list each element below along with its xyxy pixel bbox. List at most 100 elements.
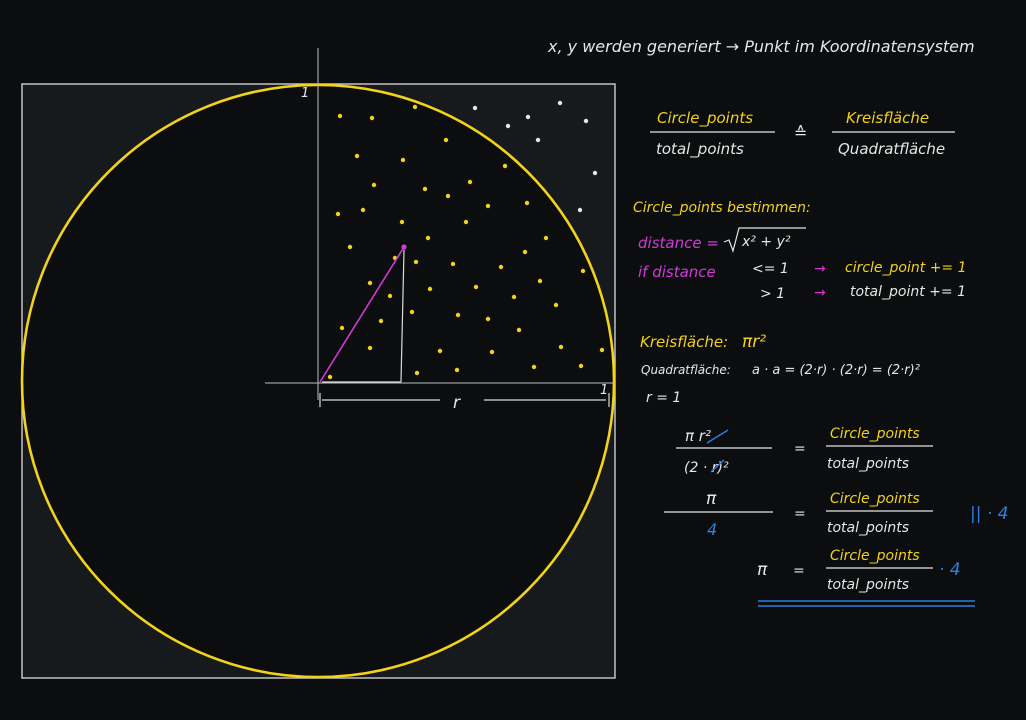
outside-point [505, 123, 511, 129]
circle-point [580, 268, 586, 274]
circle-point [354, 153, 360, 159]
eq1-numerator-right: Circle_points [830, 426, 920, 442]
circle-point [425, 235, 431, 241]
circle-point [558, 344, 564, 350]
quadrat-formula: a · a = (2·r) · (2·r) = (2·r)² [752, 363, 920, 378]
distance-formula: x² + y² [741, 234, 791, 250]
eq3-left: π [757, 560, 768, 580]
circle-point [437, 348, 443, 354]
arrow-1: → [814, 261, 826, 277]
eq3-multiplier: · 4 [939, 560, 961, 580]
circle-point [537, 278, 543, 284]
circle-point [327, 374, 333, 380]
outside-point [472, 105, 478, 111]
sample-point [401, 244, 407, 250]
eq2-numerator-left: π [706, 489, 717, 509]
circle-point [367, 280, 373, 286]
eq1-denominator-right: total_points [827, 456, 909, 472]
circle-point [443, 137, 449, 143]
kreis-label: Kreisfläche: [640, 333, 728, 351]
circle-point [414, 370, 420, 376]
header-note: x, y werden generiert → Punkt im Koordin… [547, 37, 975, 56]
outside-point [577, 207, 583, 213]
distance-label: distance = [638, 234, 719, 252]
ratio-numerator-left: Circle_points [657, 109, 753, 128]
circle-point [422, 186, 428, 192]
equation-3: π = Circle_points total_points · 4 [757, 548, 975, 607]
circle-point [400, 157, 406, 163]
circle-point [498, 264, 504, 270]
circle-point [516, 327, 522, 333]
triangle-vertical-leg [400, 249, 405, 383]
circle-point [522, 249, 528, 255]
eq2-numerator-right: Circle_points [830, 491, 920, 507]
result-1: circle_point += 1 [845, 260, 967, 276]
outside-point [592, 170, 598, 176]
circle-point [485, 203, 491, 209]
equation-2: π 4 = Circle_points total_points || · 4 [664, 489, 1008, 539]
circle-point [485, 316, 491, 322]
circle-point [543, 235, 549, 241]
top-unit-label: 1 [301, 86, 309, 101]
eq3-equals: = [793, 563, 805, 579]
circle-point [412, 104, 418, 110]
circle-point [369, 115, 375, 121]
arrow-2: → [814, 285, 826, 301]
circle-point [502, 163, 508, 169]
circle-point [427, 286, 433, 292]
circle-point [578, 363, 584, 369]
outside-point [583, 118, 589, 124]
area-formulas: Kreisfläche: πr² Quadratfläche: a · a = … [640, 332, 920, 406]
kreis-formula: πr² [742, 332, 766, 352]
eq1-denominator-left: (2 · r)² [684, 460, 729, 476]
circle-point [553, 302, 559, 308]
circle-point [455, 312, 461, 318]
ratio-numerator-right: Kreisfläche [846, 109, 929, 127]
outside-point [557, 100, 563, 106]
circle-point [511, 294, 517, 300]
rule-title: Circle_points bestimmen: [633, 200, 811, 216]
notes-panel: x, y werden generiert → Punkt im Koordin… [547, 37, 1008, 607]
circle-point [413, 259, 419, 265]
eq2-side-operation: || · 4 [970, 504, 1008, 524]
eq3-denominator-right: total_points [827, 577, 909, 593]
outside-point [525, 114, 531, 120]
result-2: total_point += 1 [850, 284, 966, 300]
eq3-numerator-right: Circle_points [830, 548, 920, 564]
circle-point [339, 325, 345, 331]
if-distance-label: if distance [638, 263, 716, 281]
circle-point [335, 211, 341, 217]
eq2-denominator-left: 4 [707, 520, 717, 539]
random-points-group [327, 100, 605, 380]
eq1-r-cancel [706, 429, 729, 444]
eq1-r2-cancel [710, 459, 725, 473]
distance-line [319, 246, 405, 383]
eq1-numerator-left: π r² [685, 427, 711, 445]
circle-point [409, 309, 415, 315]
ratio-equals: ≙ [794, 123, 807, 142]
circle-point [347, 244, 353, 250]
circle-point [378, 318, 384, 324]
condition-2: > 1 [760, 286, 785, 302]
r-equals-one: r = 1 [646, 390, 681, 406]
circle-point [445, 193, 451, 199]
radius-label: r [453, 393, 461, 413]
circle-point [360, 207, 366, 213]
circle-point [367, 345, 373, 351]
eq1-equals: = [794, 441, 806, 457]
circle-point [387, 293, 393, 299]
circle-point [337, 113, 343, 119]
circle-point [371, 182, 377, 188]
equation-1: π r² (2 · r)² = Circle_points total_poin… [676, 426, 933, 476]
circle-point [473, 284, 479, 290]
ratio-denominator-left: total_points [656, 140, 744, 159]
circle-points-rule: Circle_points bestimmen: distance = x² +… [633, 200, 967, 302]
circle-point [467, 179, 473, 185]
quadrat-label: Quadratfläche: [641, 363, 731, 377]
monte-carlo-diagram: r 1 1 [20, 48, 616, 679]
sqrt-sign [723, 227, 806, 254]
circle-point [599, 347, 605, 353]
circle-point [454, 367, 460, 373]
circle-point [463, 219, 469, 225]
outside-point [535, 137, 541, 143]
